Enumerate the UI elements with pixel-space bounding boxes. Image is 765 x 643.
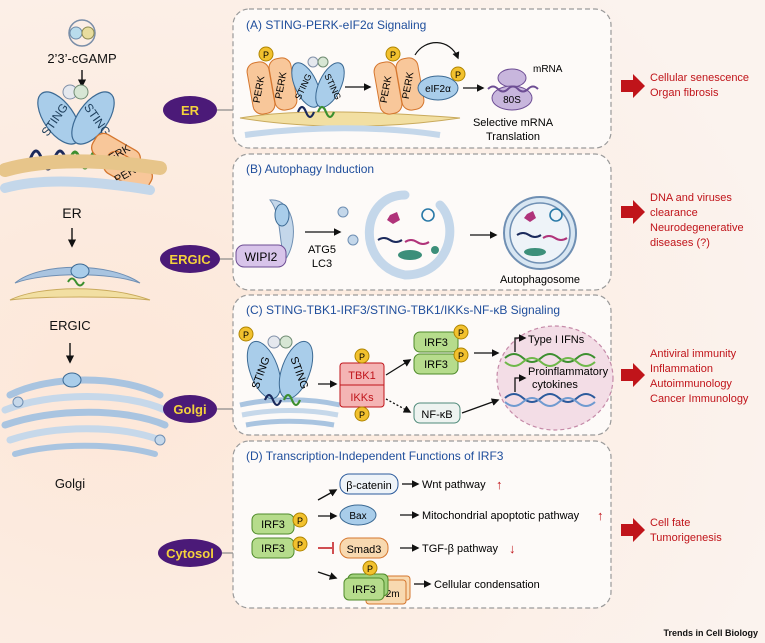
phospho-irf3-d1: P	[297, 516, 303, 526]
phospho-irf3-c2: P	[458, 351, 464, 361]
phospho-sting-c: P	[243, 330, 249, 340]
ribosome-label: 80S	[503, 95, 521, 106]
irf3-d-label: IRF3	[261, 519, 285, 531]
irf3-c-label-2: IRF3	[424, 359, 448, 371]
phospho-tbk1: P	[359, 352, 365, 362]
bax-label: Bax	[349, 511, 366, 522]
phospho-irf3-c1: P	[458, 328, 464, 338]
atg5-label: ATG5	[308, 244, 336, 256]
irf3-condensate-label: IRF3	[352, 584, 376, 596]
catenin-node: β-catenin	[340, 474, 398, 494]
journal-footer: Trends in Cell Biology	[663, 628, 758, 638]
lc3-label: LC3	[312, 258, 332, 270]
bax-node: Bax	[340, 505, 376, 525]
compartment-cytosol-label: Cytosol	[166, 546, 214, 561]
irf3-d-label-2: IRF3	[261, 543, 285, 555]
translation-caption-2: Translation	[486, 131, 540, 143]
catenin-label: β-catenin	[346, 480, 391, 492]
panel-a: (A) STING-PERK-eIF2α Signaling PERK PERK…	[233, 9, 611, 148]
condensation-label: Cellular condensation	[434, 579, 540, 591]
compartment-golgi-label: Golgi	[173, 402, 206, 417]
ifn-label: Type I IFNs	[528, 334, 585, 346]
outcome-b-1: DNA and viruses	[650, 192, 732, 204]
autophagosome-icon	[504, 197, 576, 269]
smad3-label: Smad3	[347, 544, 382, 556]
cytokines-label-2: cytokines	[532, 379, 578, 391]
tbk1-label: TBK1	[348, 370, 376, 382]
nfkb-node: NF-κB	[414, 403, 460, 423]
phospho-eif2a: P	[455, 70, 461, 80]
outcome-d-2: Tumorigenesis	[650, 532, 722, 544]
outcome-a-1: Cellular senescence	[650, 72, 749, 84]
ikks-label: IKKs	[350, 392, 374, 404]
panel-c: (C) STING-TBK1-IRF3/STING-TBK1/IKKs-NF-κ…	[233, 295, 613, 435]
phospho-a2: P	[390, 50, 396, 60]
wipi2-label: WIPI2	[245, 250, 278, 264]
phospho-ikks: P	[359, 410, 365, 420]
mrna-label: mRNA	[533, 64, 563, 75]
outcome-b-4: diseases (?)	[650, 237, 710, 249]
golgi-label: Golgi	[55, 476, 85, 491]
tgf-down-arrow: ↓	[509, 541, 516, 556]
smad3-node: Smad3	[340, 538, 388, 558]
panel-b-title: (B) Autophagy Induction	[246, 162, 374, 176]
er-label: ER	[62, 205, 81, 221]
irf3-c-label: IRF3	[424, 337, 448, 349]
compartment-ergic-label: ERGIC	[169, 252, 211, 267]
wnt-up-arrow: ↑	[496, 477, 503, 492]
outcome-c-4: Cancer Immunology	[650, 393, 749, 405]
translation-caption-1: Selective mRNA	[473, 117, 554, 129]
wnt-label: Wnt pathway	[422, 479, 486, 491]
panel-a-title: (A) STING-PERK-eIF2α Signaling	[246, 18, 426, 32]
compartment-er-label: ER	[181, 103, 200, 118]
phospho-irf3-d2: P	[297, 540, 303, 550]
nfkb-label: NF-κB	[421, 409, 452, 421]
panel-b: (B) Autophagy Induction WIPI2 ATG5 LC3	[233, 154, 611, 290]
cgamp-label: 2’3’-cGAMP	[47, 51, 116, 66]
panel-d-title: (D) Transcription-Independent Functions …	[246, 449, 504, 463]
nucleus: Type I IFNs Proinflammatory cytokines	[497, 326, 613, 430]
phospho-condensate: P	[367, 564, 373, 574]
eif2a-label: eIF2α	[425, 84, 451, 95]
outcome-c-1: Antiviral immunity	[650, 348, 737, 360]
outcome-b-2: clearance	[650, 207, 698, 219]
outcome-d-1: Cell fate	[650, 517, 690, 529]
cytokines-label-1: Proinflammatory	[528, 366, 609, 378]
tgf-label: TGF-β pathway	[422, 543, 499, 555]
outcome-b-3: Neurodegenerative	[650, 222, 744, 234]
panel-d: (D) Transcription-Independent Functions …	[233, 441, 611, 608]
phospho-a1: P	[263, 50, 269, 60]
autophagosome-label: Autophagosome	[500, 274, 580, 286]
outcome-c-2: Inflammation	[650, 363, 713, 375]
wipi2-node: WIPI2	[236, 245, 286, 267]
ergic-label: ERGIC	[49, 318, 90, 333]
panel-c-title: (C) STING-TBK1-IRF3/STING-TBK1/IKKs-NF-κ…	[246, 303, 560, 317]
mito-up-arrow: ↑	[597, 508, 604, 523]
outcome-c-3: Autoimmunology	[650, 378, 732, 390]
outcome-a-2: Organ fibrosis	[650, 87, 719, 99]
mito-label: Mitochondrial apoptotic pathway	[422, 510, 580, 522]
